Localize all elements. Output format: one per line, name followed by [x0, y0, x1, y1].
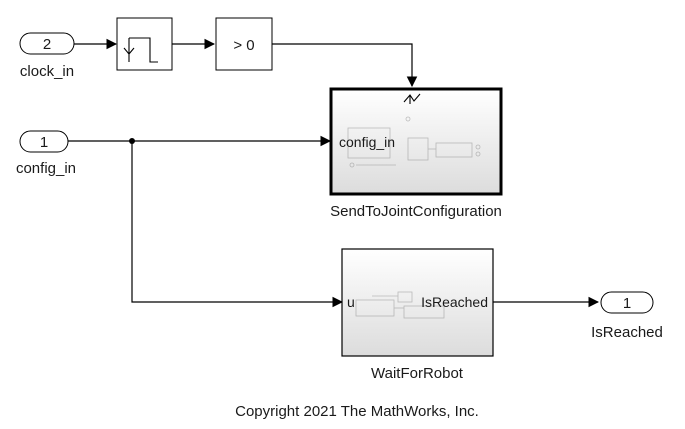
inport-clock-in-label: clock_in [20, 63, 74, 80]
send-subsystem-shape[interactable] [329, 87, 503, 196]
outport-is-reached-label: IsReached [591, 324, 663, 341]
send-subsystem-preview [347, 116, 481, 168]
trigger-port-icon [403, 93, 421, 104]
inport-config-in-number: 1 [40, 134, 48, 151]
wait-subsystem-shape[interactable] [341, 248, 494, 357]
compare-to-zero-block[interactable]: > 0 [215, 17, 273, 71]
inport-config-in[interactable]: 1 config_in [16, 130, 76, 177]
rising-edge-icon [123, 37, 158, 63]
copyright-text: Copyright 2021 The MathWorks, Inc. [235, 403, 479, 420]
inport-config-in-shape[interactable] [19, 130, 69, 153]
branch-point [129, 138, 135, 144]
compare-block-text: > 0 [233, 37, 254, 54]
send-subsystem-port-label: config_in [339, 134, 395, 150]
wait-for-robot-subsystem[interactable]: u IsReached WaitForRobot [341, 248, 494, 382]
compare-block-shape[interactable] [215, 17, 273, 71]
wire-compare-to-trigger[interactable] [272, 43, 418, 88]
signal-wires [68, 38, 600, 308]
wait-subsystem-preview [355, 291, 445, 319]
outport-is-reached[interactable]: 1 IsReached [591, 291, 663, 341]
inport-clock-in-number: 2 [43, 36, 51, 53]
edge-detect-block-shape[interactable] [116, 17, 173, 71]
send-to-joint-configuration-subsystem[interactable]: config_in SendToJointConfiguration [329, 87, 503, 220]
wire-config-to-wait[interactable] [131, 141, 344, 308]
inport-clock-in[interactable]: 2 clock_in [19, 32, 75, 80]
inport-config-in-label: config_in [16, 160, 76, 177]
outport-is-reached-number: 1 [623, 295, 631, 312]
wait-subsystem-name: WaitForRobot [371, 365, 464, 382]
send-subsystem-name: SendToJointConfiguration [330, 203, 502, 220]
wait-subsystem-output-label: IsReached [421, 294, 488, 310]
outport-is-reached-shape[interactable] [600, 291, 654, 314]
wait-subsystem-input-label: u [347, 294, 355, 310]
edge-detect-block[interactable] [116, 17, 173, 71]
inport-clock-in-shape[interactable] [19, 32, 75, 55]
